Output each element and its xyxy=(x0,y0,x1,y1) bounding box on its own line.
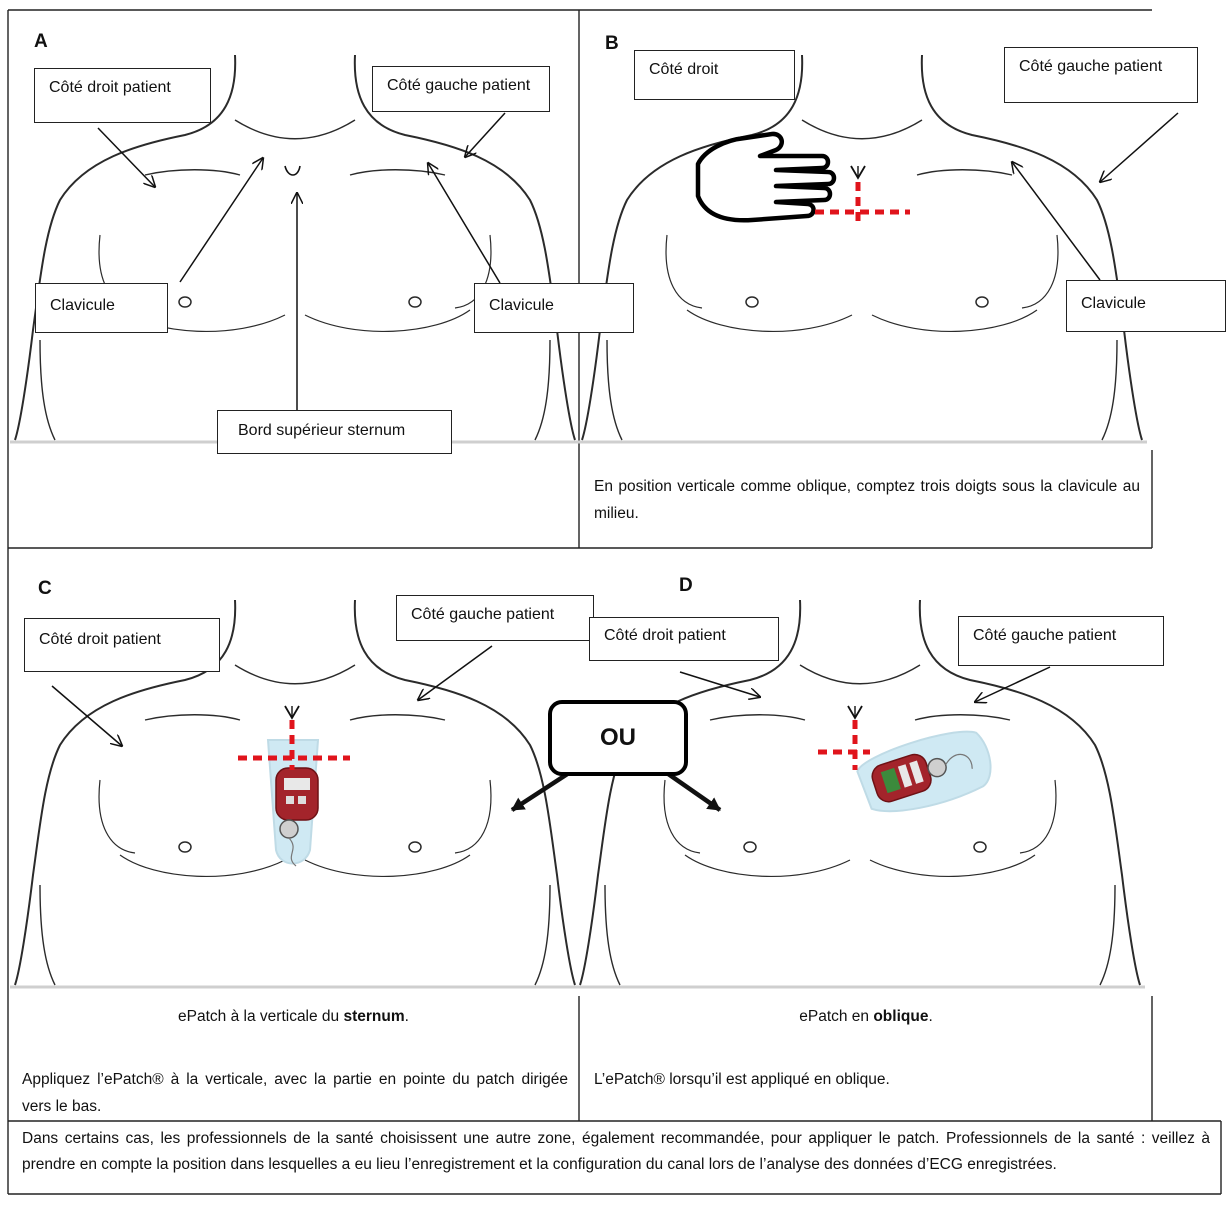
caption-d-suffix: . xyxy=(928,1008,932,1025)
instruction-d: L’ePatch® lorsqu’il est appliqué en obli… xyxy=(594,1066,1140,1093)
ou-arrows xyxy=(512,771,720,810)
label-right-side-c: Côté droit patient xyxy=(24,618,220,672)
caption-c-suffix: . xyxy=(405,1008,409,1025)
panel-letter-b: B xyxy=(605,33,619,55)
label-clavicle-right-a: Clavicule xyxy=(35,283,168,333)
caption-d-prefix: ePatch en xyxy=(799,1008,873,1025)
label-sternum-a: Bord supérieur sternum xyxy=(217,410,452,454)
label-right-side-b: Côté droit xyxy=(634,50,795,100)
caption-d-bold: oblique xyxy=(873,1008,928,1025)
caption-c: ePatch à la verticale du sternum. xyxy=(8,1003,579,1030)
panel-letter-c: C xyxy=(38,578,52,600)
label-right-side-d: Côté droit patient xyxy=(589,617,779,661)
label-left-side-b: Côté gauche patient xyxy=(1004,47,1198,103)
or-box: OU xyxy=(548,700,688,776)
footer-note: Dans certains cas, les professionnels de… xyxy=(22,1126,1210,1178)
caption-c-bold: sternum xyxy=(343,1008,404,1025)
epatch-oblique xyxy=(854,721,998,824)
caption-c-prefix: ePatch à la verticale du xyxy=(178,1008,343,1025)
instruction-c: Appliquez l’ePatch® à la verticale, avec… xyxy=(22,1066,568,1120)
panel-letter-d: D xyxy=(679,575,693,597)
sternal-notch-a xyxy=(285,166,300,175)
arrows-a xyxy=(98,113,505,410)
panel-letter-a: A xyxy=(34,31,48,53)
label-left-side-c: Côté gauche patient xyxy=(396,595,594,641)
hand-icon xyxy=(698,134,834,220)
torso-b xyxy=(577,55,1147,442)
label-clavicle-left-a: Clavicule xyxy=(474,283,634,333)
label-right-side-a: Côté droit patient xyxy=(34,68,211,123)
label-left-side-d: Côté gauche patient xyxy=(958,616,1164,666)
caption-b: En position verticale comme oblique, com… xyxy=(594,473,1140,527)
label-left-side-a: Côté gauche patient xyxy=(372,66,550,112)
caption-d: ePatch en oblique. xyxy=(580,1003,1152,1030)
label-clavicle-b: Clavicule xyxy=(1066,280,1226,332)
red-marker-d xyxy=(818,720,870,770)
